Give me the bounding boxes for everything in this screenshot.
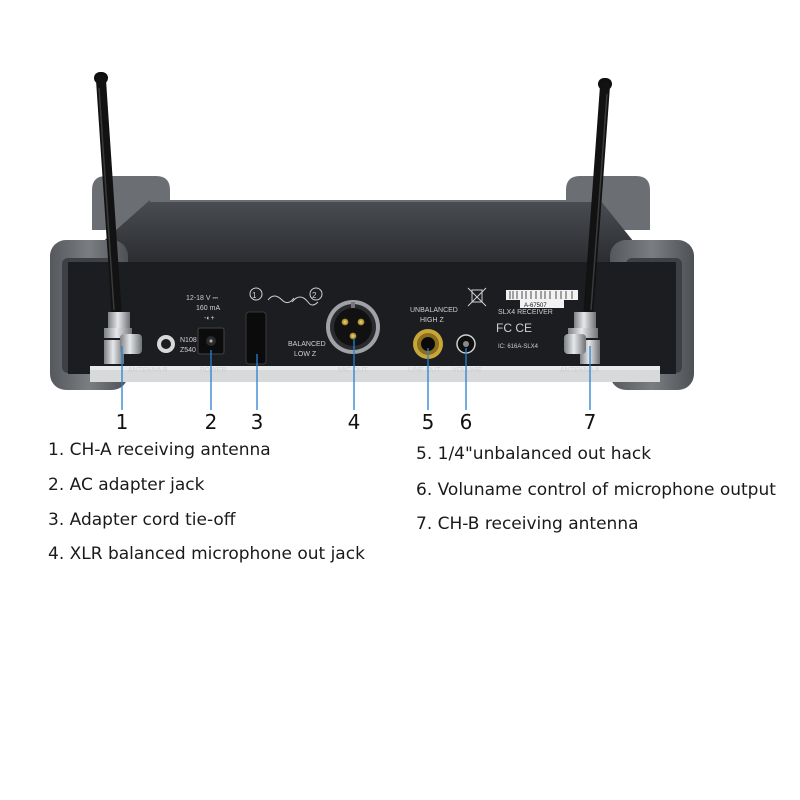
callout-number-5: 5 — [421, 410, 435, 434]
callout-number-4: 4 — [347, 410, 361, 434]
svg-text:MIC OUT: MIC OUT — [338, 367, 368, 374]
callout-number-6: 6 — [459, 410, 473, 434]
callout-leader-lines — [121, 338, 591, 410]
callout-number-7: 7 — [583, 410, 597, 434]
svg-text:VOLUME: VOLUME — [452, 367, 482, 374]
svg-text:A-67507: A-67507 — [524, 303, 547, 309]
svg-text:UNBALANCED: UNBALANCED — [410, 307, 458, 314]
legend-item-2: 2. AC adapter jack — [48, 475, 205, 495]
svg-text:2: 2 — [312, 291, 317, 300]
weee-bin-icon — [467, 287, 487, 307]
xlr-jack — [326, 300, 380, 354]
legend-item-4: 4. XLR balanced microphone out jack — [48, 544, 365, 564]
callout-number-2: 2 — [204, 410, 218, 434]
svg-text:-◐+: -◐+ — [204, 315, 215, 322]
svg-text:LOW Z: LOW Z — [294, 351, 317, 358]
svg-text:1: 1 — [252, 291, 257, 300]
svg-text:ANTENNA B: ANTENNA B — [128, 367, 168, 374]
case-top — [80, 200, 650, 262]
antenna-left — [94, 72, 142, 364]
svg-text:FC CE: FC CE — [496, 321, 532, 335]
brand-logo-icon — [157, 335, 175, 353]
legend-item-6: 6. Voluname control of microphone output — [416, 480, 776, 500]
svg-text:Z540: Z540 — [180, 347, 196, 354]
callout-number-3: 3 — [250, 410, 264, 434]
svg-text:ANTENNA A: ANTENNA A — [560, 367, 600, 374]
svg-text:HIGH Z: HIGH Z — [420, 317, 444, 324]
svg-text:SLX4 RECEIVER: SLX4 RECEIVER — [498, 309, 553, 316]
svg-text:12-18 V ⎓: 12-18 V ⎓ — [186, 295, 218, 302]
legend-item-1: 1. CH-A receiving antenna — [48, 440, 271, 460]
legend-item-3: 3. Adapter cord tie-off — [48, 510, 236, 530]
svg-text:LINE OUT: LINE OUT — [408, 367, 441, 374]
ac-adapter-jack — [197, 327, 225, 355]
svg-text:POWER: POWER — [200, 367, 226, 374]
svg-text:BALANCED: BALANCED — [288, 341, 326, 348]
callout-number-1: 1 — [115, 410, 129, 434]
svg-text:IC: 616A-SLX4: IC: 616A-SLX4 — [498, 344, 539, 350]
svg-text:160 mA: 160 mA — [196, 305, 220, 312]
legend-item-7: 7. CH-B receiving antenna — [416, 514, 639, 534]
volume-control — [456, 334, 476, 354]
panel-labels: ANTENNA B N108 Z540 12-18 V ⎓ 160 mA -◐+… — [128, 291, 600, 374]
line-out-jack — [413, 329, 443, 359]
svg-text:N108: N108 — [180, 337, 197, 344]
antenna-right — [564, 78, 612, 364]
legend-item-5: 5. 1/4"unbalanced out hack — [416, 444, 652, 464]
serial-label: A-67507 — [506, 290, 578, 309]
cord-tie-off — [245, 287, 323, 365]
